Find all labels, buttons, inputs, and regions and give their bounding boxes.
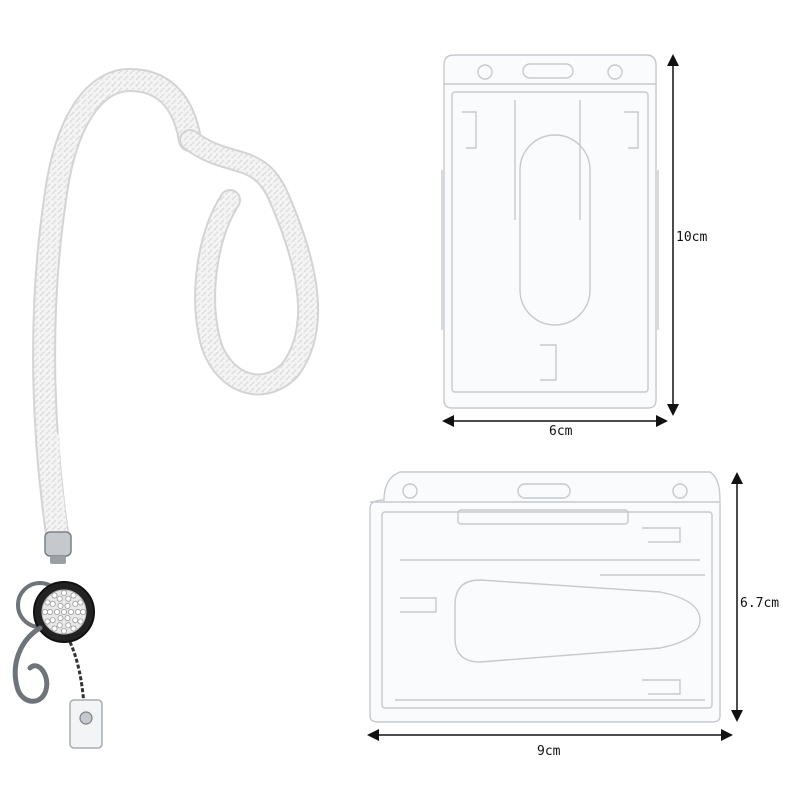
rhinestone	[47, 609, 54, 616]
vertical-holder-outline	[443, 54, 657, 409]
rhinestone	[64, 615, 71, 622]
rhinestone	[75, 609, 82, 616]
snap-button	[79, 711, 93, 725]
rhinestone	[70, 625, 77, 632]
horizontal-height-label: 6.7cm	[740, 596, 780, 611]
retract-cord	[68, 641, 86, 706]
rhinestone	[57, 602, 64, 609]
rhinestone	[72, 617, 79, 624]
rhinestone	[77, 618, 84, 625]
rhinestone	[72, 600, 79, 607]
vertical-card-holder	[441, 54, 659, 409]
rhinestone	[54, 609, 61, 616]
rhinestone	[51, 625, 58, 632]
thumb-slot-horizontal	[454, 579, 701, 663]
lanyard	[32, 67, 320, 552]
vertical-width-label: 6cm	[549, 424, 573, 439]
rhinestone	[65, 595, 72, 602]
metal-cap	[44, 531, 72, 557]
rhinestone	[61, 609, 68, 616]
lobster-clasp	[12, 625, 50, 704]
vertical-dimension-arrows	[442, 54, 679, 427]
rhinestone	[80, 609, 87, 616]
rhinestone	[61, 628, 68, 635]
rhinestone	[77, 599, 84, 606]
rhinestone	[49, 617, 56, 624]
rhinestones	[42, 590, 87, 635]
thumb-slot	[519, 134, 591, 326]
rhinestone	[57, 615, 64, 622]
rhinestone	[56, 595, 63, 602]
horizontal-dimension-arrows	[367, 472, 743, 741]
rhinestone	[56, 622, 63, 629]
badge-reel	[12, 531, 103, 749]
rhinestone	[65, 622, 72, 629]
rhinestone	[70, 592, 77, 599]
rhinestone	[61, 590, 68, 597]
rhinestone	[51, 592, 58, 599]
rhinestone	[42, 609, 49, 616]
rhinestone	[44, 599, 51, 606]
rhinestone	[64, 602, 71, 609]
horizontal-width-label: 9cm	[537, 744, 561, 759]
horizontal-holder-outline	[369, 471, 721, 723]
vertical-height-label: 10cm	[676, 230, 708, 245]
rhinestone	[49, 600, 56, 607]
horizontal-card-holder	[369, 471, 721, 723]
rhinestone	[44, 618, 51, 625]
rhinestone	[68, 609, 75, 616]
